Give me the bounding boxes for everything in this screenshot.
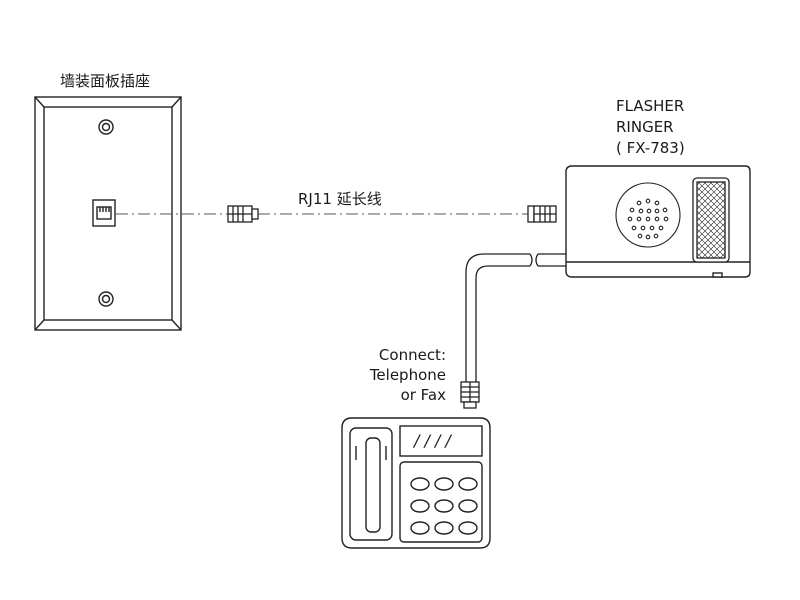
ringer-label-line-3: ( FX-783): [616, 139, 685, 157]
telephone-icon: [341, 417, 491, 549]
rj11-jack-icon: [92, 199, 116, 227]
ringer-label: FLASHER RINGER ( FX-783): [616, 96, 685, 159]
phone-cord: [465, 253, 566, 382]
speaker-grille-icon: [615, 182, 681, 248]
ringer-label-line-1: FLASHER: [616, 97, 685, 115]
phone-display-marks: / / / /: [412, 431, 452, 450]
connect-label-line-2: Telephone: [369, 366, 446, 384]
rj11-plug-left-icon: [227, 205, 259, 223]
wall-plate: [34, 96, 182, 331]
keypad: [410, 477, 478, 535]
rj11-plug-right-icon: [527, 205, 557, 223]
bottom-screw-icon: [98, 291, 114, 307]
connect-label-line-1: Connect:: [378, 346, 446, 364]
connect-label-line-3: or Fax: [400, 386, 446, 404]
rj11-plug-phone-icon: [460, 381, 480, 409]
wall-plate-label: 墙装面板插座: [59, 72, 150, 90]
cable-label: RJ11 延长线: [298, 190, 382, 208]
connect-label: Connect: Telephone or Fax: [358, 345, 446, 405]
top-screw-icon: [98, 119, 114, 135]
ringer-label-line-2: RINGER: [616, 118, 674, 136]
strobe-lens-icon: [692, 177, 730, 263]
